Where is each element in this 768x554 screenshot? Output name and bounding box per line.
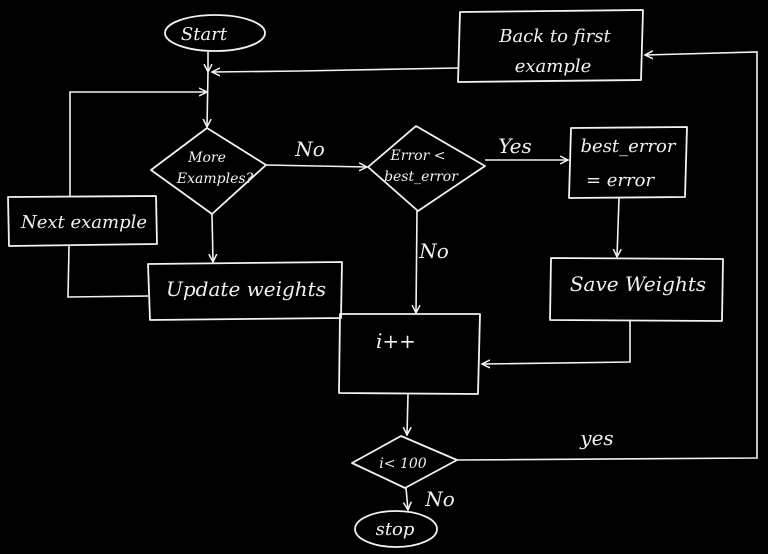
edge-more-to-error [265, 165, 367, 167]
edge-save-to-increment [482, 320, 631, 364]
label-error-to-best-yes: Yes [498, 134, 532, 158]
next-example-label: Next example [20, 212, 147, 233]
update-weights-node: Update weights [147, 261, 343, 321]
more-label-line1: More [187, 150, 226, 166]
edge-best-to-save [617, 197, 619, 257]
update-weights-label: Update weights [166, 277, 326, 301]
increment-node: i++ [338, 313, 481, 395]
increment-label: i++ [376, 329, 416, 353]
start-label: Start [181, 24, 228, 45]
edge-next-example-loop [69, 92, 207, 196]
start-node: Start [164, 14, 266, 52]
label-condition-no: No [424, 487, 455, 511]
save-weights-node: Save Weights [549, 257, 724, 322]
edge-increment-to-condition [407, 393, 408, 435]
stop-label: stop [376, 519, 415, 540]
condition-label: i< 100 [379, 456, 426, 472]
edge-back-to-merge [212, 67, 459, 72]
back-to-first-example-node: Back to first example [457, 9, 644, 83]
edge-condition-to-back [456, 52, 758, 461]
i-less-than-100-decision: i< 100 [351, 435, 458, 489]
edge-merge-to-more-examples [207, 71, 208, 127]
error-label-line2: best_error [384, 169, 459, 185]
label-error-to-increment-no: No [418, 239, 449, 263]
next-example-node: Next example [7, 195, 158, 247]
edge-error-to-increment [416, 210, 417, 313]
save-weights-label: Save Weights [570, 272, 706, 296]
stop-node: stop [354, 510, 438, 548]
best-label-line2: = error [586, 170, 656, 191]
best-label-line1: best_error [581, 136, 677, 157]
back-label-line2: example [515, 56, 592, 77]
more-examples-decision: More Examples? [150, 127, 267, 215]
edge-update-to-next [67, 245, 149, 298]
label-condition-yes: yes [579, 426, 613, 450]
back-label-line1: Back to first [498, 26, 611, 47]
edge-more-to-update [212, 213, 213, 262]
error-label-line1: Error < [390, 148, 446, 164]
error-less-than-best-decision: Error < best_error [367, 125, 486, 212]
more-label-line2: Examples? [176, 171, 254, 187]
label-more-to-error-no: No [294, 137, 325, 161]
edge-condition-to-stop [406, 487, 408, 510]
best-error-equals-error-node: best_error = error [568, 126, 688, 199]
